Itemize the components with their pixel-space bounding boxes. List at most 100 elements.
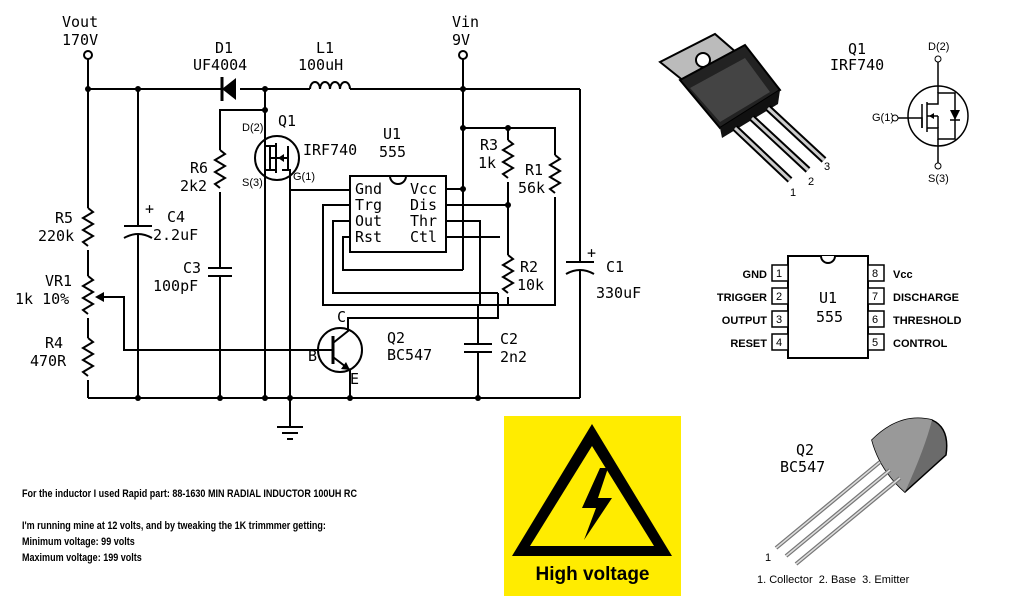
r4-value: 470R xyxy=(30,352,67,370)
inductor-l1: L1 100uH xyxy=(298,39,351,90)
c3-name: C3 xyxy=(183,259,201,277)
pinout-num-5: 5 xyxy=(872,337,878,349)
c2-value: 2n2 xyxy=(500,348,527,366)
note-line-inductor: For the inductor I used Rapid part: 88-1… xyxy=(22,488,357,500)
lightning-triangle-icon xyxy=(512,424,672,556)
capacitor-c4: + C4 2.2uF xyxy=(123,89,198,398)
detail-q1-part: IRF740 xyxy=(830,56,884,74)
c4-plus: + xyxy=(145,200,154,218)
q1-part: IRF740 xyxy=(303,141,357,159)
vin-label: Vin xyxy=(452,13,479,31)
capacitor-c1: + C1 330uF xyxy=(565,89,641,398)
q2-part: BC547 xyxy=(387,346,432,364)
c3-value: 100pF xyxy=(153,277,198,295)
timing-network: R3 1k R2 10k R1 56k xyxy=(446,125,562,306)
u1-pin-out: Out xyxy=(355,212,382,230)
r6-value: 2k2 xyxy=(180,177,207,195)
pinout-num-8: 8 xyxy=(872,268,878,280)
pinout-label-discharge: DISCHARGE xyxy=(893,292,959,304)
pkg-pin-1: 1 xyxy=(790,187,796,199)
ground-rail xyxy=(88,395,580,440)
vr1-value: 1k 10% xyxy=(15,290,69,308)
l1-name: L1 xyxy=(316,39,334,57)
note-line-min-voltage: Minimum voltage: 99 volts xyxy=(22,536,135,548)
r1-value: 56k xyxy=(518,179,545,197)
u1-pin-trg: Trg xyxy=(355,196,382,214)
d1-name: D1 xyxy=(215,39,233,57)
to92-pin-legend: 1. Collector 2. Base 3. Emitter xyxy=(757,574,910,586)
r3-value: 1k xyxy=(478,154,496,172)
r5-name: R5 xyxy=(55,209,73,227)
pinout-label-threshold: THRESHOLD xyxy=(893,315,962,327)
q2-pin-c: C xyxy=(337,308,346,326)
detail-q1-name: Q1 xyxy=(848,40,866,58)
diode-d1: D1 UF4004 xyxy=(193,39,247,101)
to92-package-image: Q2 BC547 1 1. Collector 2. Base 3. Emitt… xyxy=(757,417,948,586)
r2-name: R2 xyxy=(520,258,538,276)
pinout-num-3: 3 xyxy=(776,314,782,326)
u1-pin-vcc: Vcc xyxy=(410,180,437,198)
to92-pin-1: 1 xyxy=(765,552,771,564)
pinout-u1-name: U1 xyxy=(819,289,837,307)
ic-u1: U1 555 Gnd Trg Out Rst Vcc Dis Thr Ctl xyxy=(322,89,500,306)
pinout-label-output: OUTPUT xyxy=(722,315,768,327)
divider-chain: R5 220k VR1 1k 10% R4 470R xyxy=(15,89,310,398)
r6-name: R6 xyxy=(190,159,208,177)
pinout-label-vcc: Vcc xyxy=(893,269,913,281)
u1-part: 555 xyxy=(379,143,406,161)
detail-q2-part: BC547 xyxy=(780,458,825,476)
pinout-label-control: CONTROL xyxy=(893,338,948,350)
q1-pin-d: D(2) xyxy=(242,122,263,134)
detail-pin-s: S(3) xyxy=(928,173,949,185)
u1-pin-rst: Rst xyxy=(355,228,382,246)
pinout-label-gnd: GND xyxy=(743,269,768,281)
l1-value: 100uH xyxy=(298,56,343,74)
u1-name: U1 xyxy=(383,125,401,143)
pinout-num-4: 4 xyxy=(776,337,782,349)
pinout-num-2: 2 xyxy=(776,291,782,303)
vr1-name: VR1 xyxy=(45,272,72,290)
r1-name: R1 xyxy=(525,161,543,179)
warning-label: High voltage xyxy=(535,564,650,585)
vin-terminal: Vin 9V xyxy=(452,13,479,89)
high-voltage-warning-sign: High voltage xyxy=(504,416,681,596)
note-line-running: I'm running mine at 12 volts, and by twe… xyxy=(22,520,326,532)
pkg-pin-3: 3 xyxy=(824,161,830,173)
c1-name: C1 xyxy=(606,258,624,276)
detail-pin-g: G(1) xyxy=(872,112,894,124)
r3-name: R3 xyxy=(480,136,498,154)
pinout-u1-part: 555 xyxy=(816,308,843,326)
pinout-num-1: 1 xyxy=(776,268,782,280)
note-line-max-voltage: Maximum voltage: 199 volts xyxy=(22,552,142,564)
top-rail xyxy=(85,86,580,92)
u1-pin-dis: Dis xyxy=(410,196,437,214)
pinout-num-7: 7 xyxy=(872,291,878,303)
r2-value: 10k xyxy=(517,276,544,294)
detail-pin-d: D(2) xyxy=(928,41,949,53)
pinout-label-trigger: TRIGGER xyxy=(717,292,767,304)
capacitor-c2: C2 2n2 xyxy=(464,305,527,398)
transistor-q2: C B E Q2 BC547 xyxy=(308,293,499,398)
d1-part: UF4004 xyxy=(193,56,247,74)
u1-pin-gnd: Gnd xyxy=(355,180,382,198)
u1-pin-ctl: Ctl xyxy=(410,228,437,246)
to220-package-image: 1 2 3 xyxy=(658,32,830,199)
vout-value: 170V xyxy=(62,31,98,49)
q2-pin-e: E xyxy=(350,370,359,388)
pinout-num-6: 6 xyxy=(872,314,878,326)
c1-value: 330uF xyxy=(596,284,641,302)
mosfet-q1: Q1 IRF740 D(2) S(3) G(1) xyxy=(242,110,357,398)
c4-value: 2.2uF xyxy=(153,226,198,244)
ic-pinout-detail: U1 555 1 2 3 4 8 7 6 5 GND TRIGGER OUTPU… xyxy=(717,255,962,359)
vout-label: Vout xyxy=(62,13,98,31)
q2-name: Q2 xyxy=(387,329,405,347)
r4-name: R4 xyxy=(45,334,63,352)
vin-value: 9V xyxy=(452,31,470,49)
q1-pin-g: G(1) xyxy=(293,171,315,183)
vout-terminal: Vout 170V xyxy=(62,13,98,89)
q1-pin-s: S(3) xyxy=(242,177,263,189)
pinout-label-reset: RESET xyxy=(730,338,767,350)
q1-name: Q1 xyxy=(278,112,296,130)
mosfet-symbol-detail: Q1 IRF740 D(2) G(1) S(3) xyxy=(830,40,969,185)
